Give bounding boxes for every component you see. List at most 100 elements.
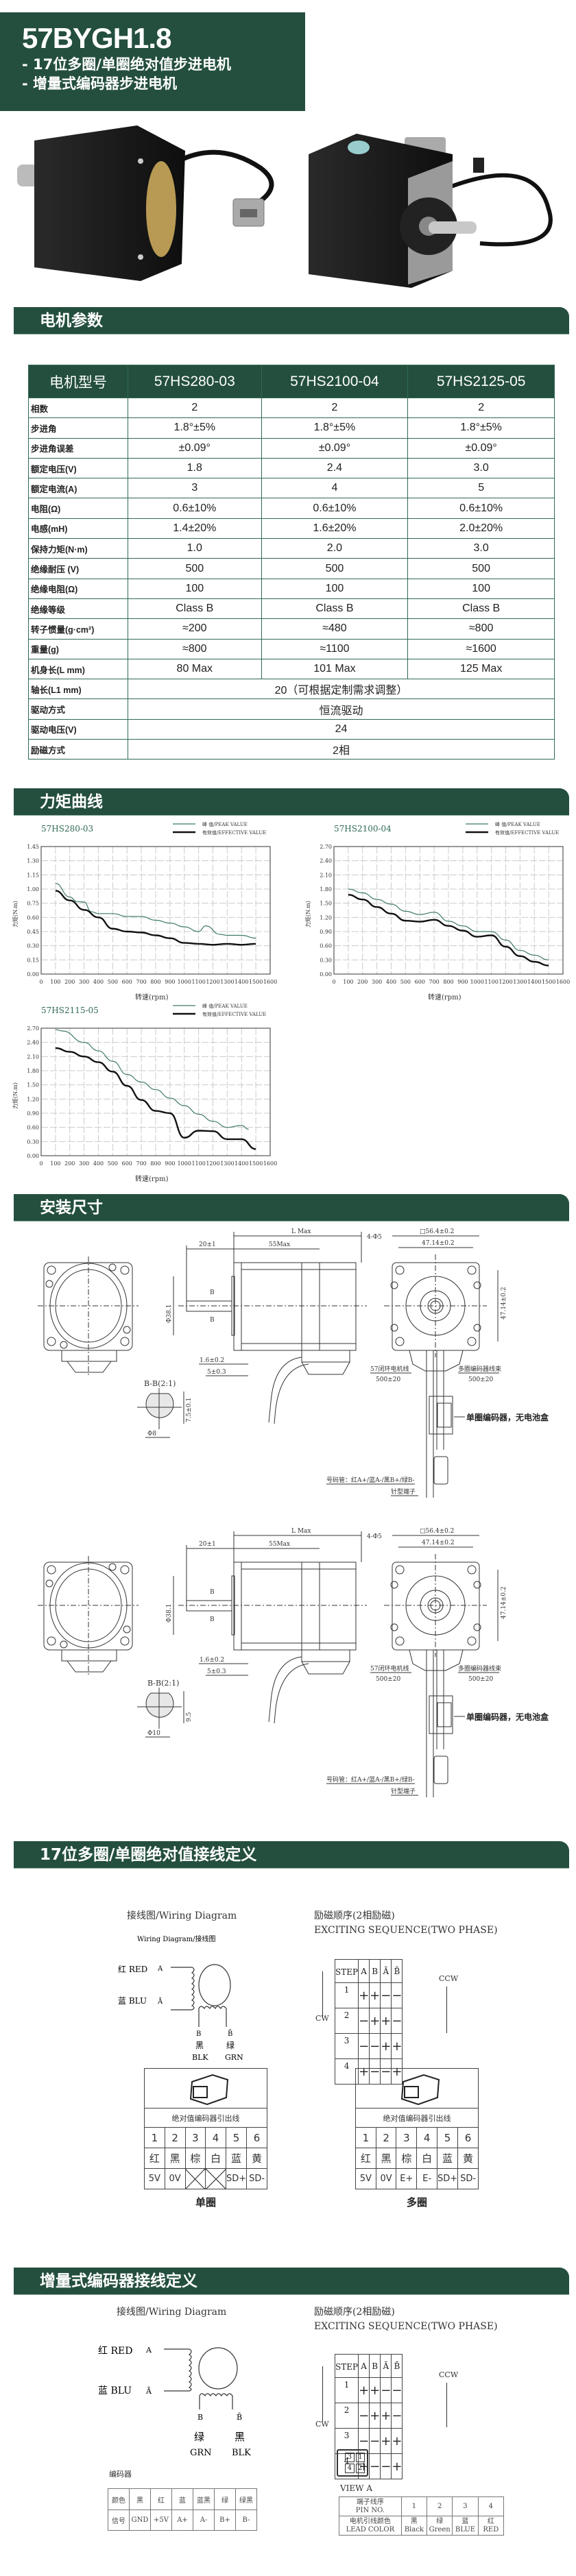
- encoder-cell: A+: [171, 2510, 193, 2531]
- encoder-cell: SD-: [457, 2168, 479, 2189]
- coil-inner-title: Wiring Diagram/接线图: [137, 1934, 215, 1943]
- pin-number: 4: [345, 2464, 355, 2473]
- product-model: 57BYGH1.8: [22, 22, 171, 54]
- section-mark: B: [210, 1289, 215, 1296]
- sequence-title: 励磁顺序(2相励磁): [314, 1910, 395, 1921]
- spec-label: 保持力矩(N·m): [28, 538, 128, 559]
- spec-row: 驱动电压(V)24: [28, 718, 555, 740]
- dim-shaft-dia: Φ8: [147, 1431, 156, 1437]
- spec-value: ≈200: [128, 618, 262, 640]
- spec-value: ≈480: [261, 618, 409, 640]
- spec-value: 2: [407, 397, 555, 419]
- chart-title: 57HS2100-04: [334, 824, 392, 834]
- dim-flange: 1.6±0.2: [200, 1357, 224, 1364]
- section-mark: B: [210, 1616, 215, 1623]
- spec-row: 重量(g)≈800≈1100≈1600: [28, 638, 555, 659]
- encoder-cell: B-: [235, 2510, 257, 2531]
- encoder-cell: 黄: [246, 2148, 267, 2169]
- encoder-cell: 蓝: [436, 2148, 459, 2169]
- ccw-label: CCW: [439, 2370, 459, 2379]
- y-tick-label: 2.40: [320, 858, 332, 864]
- sequence-cell: +: [369, 2403, 381, 2429]
- dim-body-length: 55Max: [269, 1541, 290, 1548]
- encoder-cell: 绿: [214, 2488, 236, 2510]
- section-title: B-B(2:1): [147, 1679, 179, 1688]
- x-tick-label: 400: [93, 1161, 104, 1167]
- sequence-cell: −: [369, 2428, 381, 2454]
- spec-label: 步进角: [28, 417, 128, 439]
- abar-label: Ā: [145, 2387, 152, 2396]
- spec-value: 3.0: [407, 457, 555, 479]
- spec-value: ≈800: [407, 618, 555, 640]
- spec-value: ≈1100: [261, 638, 409, 659]
- y-tick-label: 1.80: [320, 886, 332, 892]
- dim-flat: 9.5: [186, 1712, 193, 1722]
- x-tick-label: 100: [343, 979, 353, 985]
- x-tick-label: 1300: [513, 979, 527, 985]
- spec-value: 500: [407, 558, 555, 579]
- encoder-cell: 5: [436, 2127, 459, 2148]
- legend-label: 峰 值/PEAK VALUE: [495, 821, 540, 827]
- y-tick-label: 0.30: [27, 1139, 39, 1145]
- spec-label: 绝缘等级: [28, 598, 128, 620]
- spec-value: Class B: [407, 598, 555, 620]
- motor-cable-label: 57闭环电机线: [370, 1365, 409, 1373]
- pin-no-header: 端子线序: [356, 2498, 384, 2506]
- encoder-table-title: 绝对值编码器引出线: [144, 2108, 267, 2128]
- y-tick-label: 0.00: [320, 971, 332, 977]
- y-tick-label: 1.00: [27, 886, 39, 892]
- lead-color: 黑: [410, 2517, 418, 2525]
- spec-value: ±0.09°: [407, 437, 555, 459]
- encoder-cell: 绿黑: [235, 2488, 257, 2510]
- spec-label: 转子惯量(g·cm²): [28, 618, 128, 640]
- a-label: A: [145, 2346, 152, 2355]
- wiring-title: 接线图/Wiring Diagram: [127, 1910, 237, 1921]
- x-tick-label: 1300: [220, 979, 234, 985]
- sequence-header-cell: Ā: [380, 1959, 392, 1983]
- pin-no: 1: [400, 2496, 428, 2516]
- x-tick-label: 1600: [263, 1161, 277, 1167]
- y-tick-label: 0.00: [27, 1153, 39, 1159]
- y-tick-label: 1.45: [27, 844, 39, 850]
- spec-row: 电感(mH)1.4±20%1.6±20%2.0±20%: [28, 518, 555, 539]
- pin-no: 4: [477, 2496, 505, 2516]
- encoder-cell: GND: [129, 2510, 151, 2531]
- spec-value: 1.6±20%: [261, 518, 409, 539]
- encoder-cell: 白: [205, 2148, 226, 2169]
- dim-holes: 4-Φ5: [367, 1234, 382, 1241]
- dim-boss: 5±0.3: [207, 1369, 226, 1376]
- encoder-cell: 黑: [375, 2148, 397, 2169]
- chart-title: 57HS2115-05: [41, 1006, 99, 1015]
- drawing-single-turn-10mm: L Max 20±1 55Max □56.4±0.2 47.14±0.2 4-Φ…: [37, 1528, 549, 1798]
- sequence-header-cell: A: [358, 1959, 370, 1983]
- spec-value: 101 Max: [261, 658, 409, 680]
- encoder-cable-label: 多圈编码器线束: [458, 1365, 501, 1373]
- spec-value: 500: [261, 558, 409, 579]
- sequence-header-cell: B̄: [391, 1959, 403, 1983]
- x-tick-label: 600: [415, 979, 425, 985]
- encoder-cable-length: 500±20: [468, 1676, 493, 1683]
- sequence-cell: 1: [334, 2377, 359, 2403]
- section-header-install: 安装尺寸: [14, 1194, 569, 1222]
- y-tick-label: 2.10: [27, 1054, 39, 1060]
- spec-value: 100: [407, 578, 555, 599]
- series-line-peak: [55, 1029, 249, 1130]
- spec-value: 2.0: [261, 538, 409, 559]
- cw-arrow-icon: [322, 2366, 323, 2421]
- wire-color-en: BLK: [192, 2053, 208, 2062]
- sequence-cell: −: [380, 1982, 392, 2008]
- sequence-header-cell: STEP: [334, 2354, 359, 2378]
- x-tick-label: 400: [386, 979, 396, 985]
- y-tick-label: 0.60: [27, 914, 39, 921]
- x-tick-label: 1000: [178, 1161, 191, 1167]
- y-tick-label: 0.90: [320, 929, 332, 935]
- encoder-cell: 5V: [355, 2168, 376, 2189]
- lead-color: 绿: [436, 2517, 444, 2525]
- plot-frame: [333, 846, 564, 975]
- sequence-cell: +: [380, 2403, 392, 2429]
- spec-label: 电阻(Ω): [28, 498, 128, 519]
- x-tick-label: 1200: [206, 1161, 219, 1167]
